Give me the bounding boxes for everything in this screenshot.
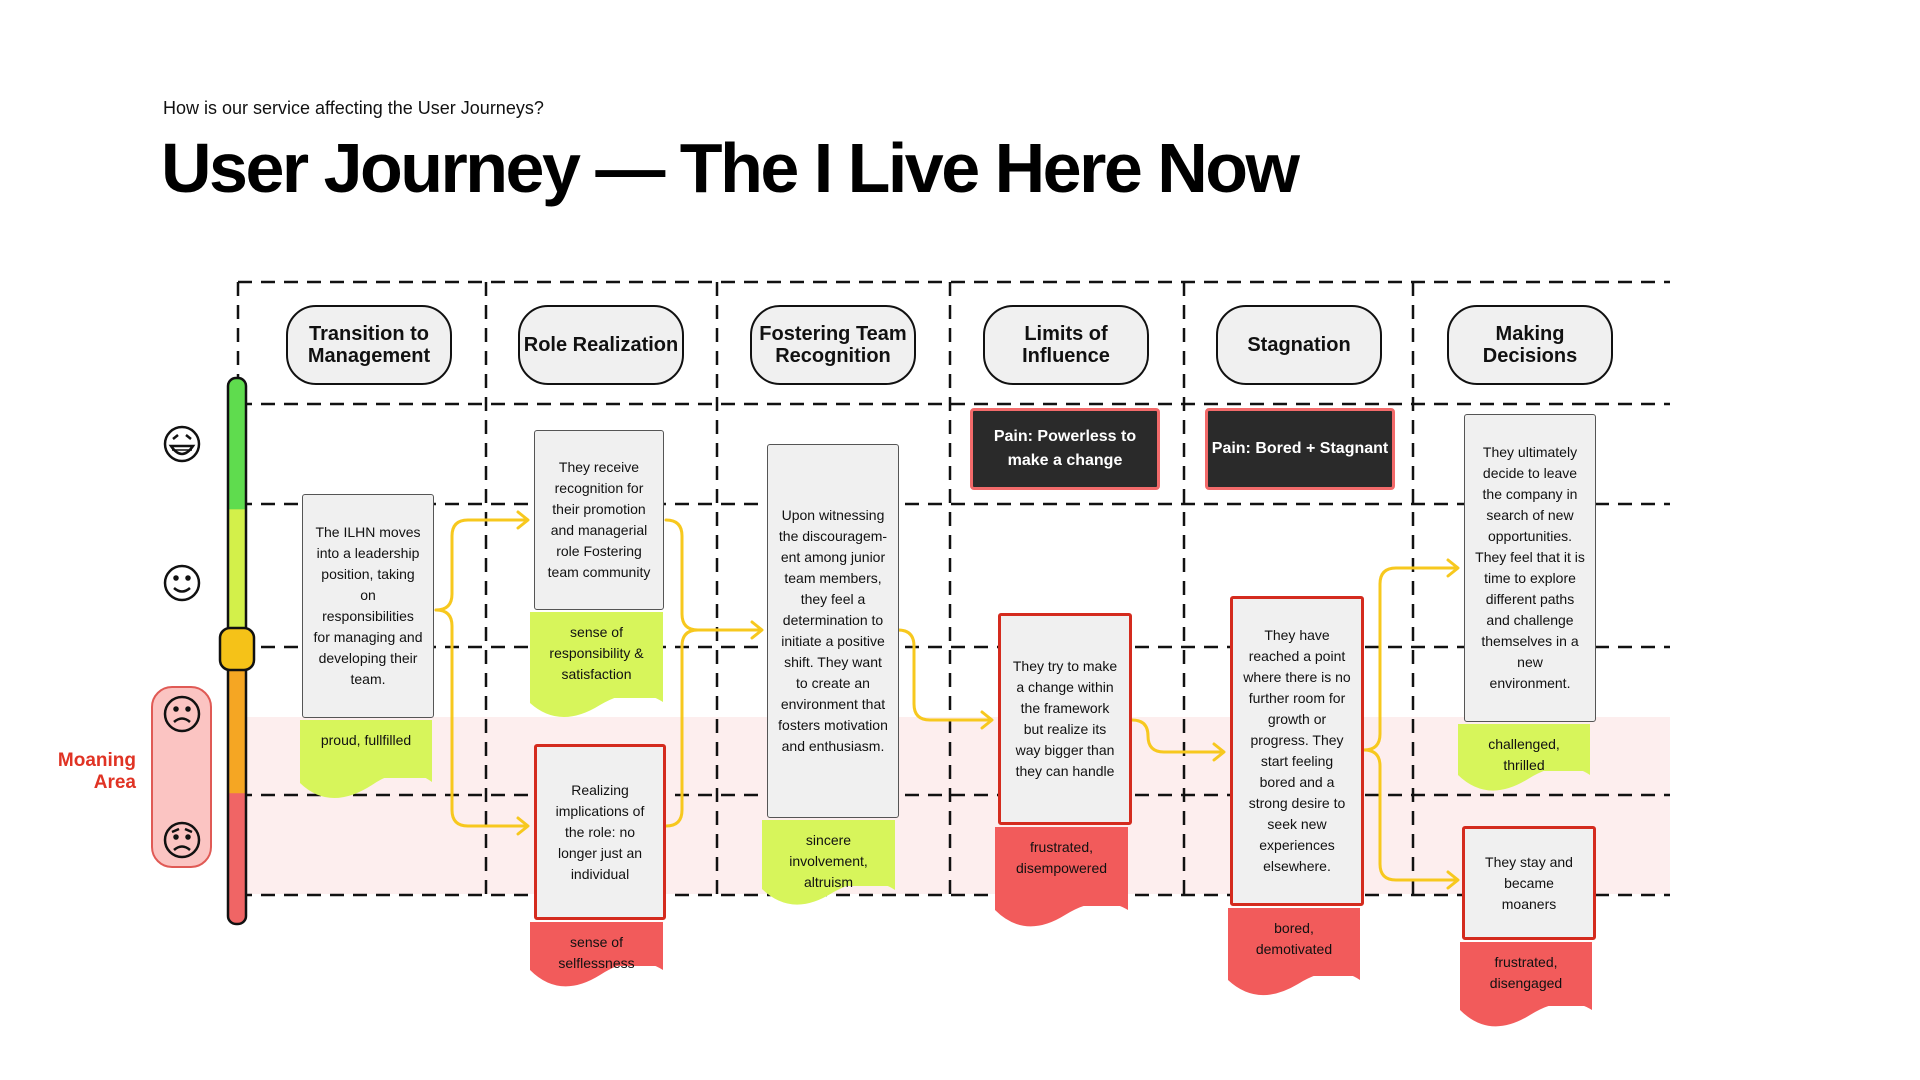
page-title: User Journey — The I Live Here Now	[161, 129, 1300, 207]
worried-face-icon	[163, 821, 201, 859]
emotion-tag-stay: frustrated, disengaged	[1460, 942, 1592, 1006]
emotion-tag-leave: challenged, thrilled	[1458, 724, 1590, 773]
stage-transition-to-management: Transition to Management	[286, 305, 452, 385]
step-card-stay: They stay and became moaners	[1462, 826, 1596, 940]
laughing-face-icon	[163, 425, 201, 463]
emotion-tag-fostering: sincere involvement, altruism	[762, 820, 895, 890]
step-card-transition: The ILHN moves into a leadership positio…	[302, 494, 434, 718]
emotion-tag-stagnation: bored, demotivated	[1228, 908, 1360, 976]
step-card-stagnation: They have reached a point where there is…	[1230, 596, 1364, 906]
stage-stagnation: Stagnation	[1216, 305, 1382, 385]
page-subtitle: How is our service affecting the User Jo…	[163, 98, 544, 118]
smile-face-icon	[163, 564, 201, 602]
emotion-tag-implications: sense of selflessness	[530, 922, 663, 971]
flow-arrows	[434, 510, 1460, 890]
stage-making-decisions: Making Decisions	[1447, 305, 1613, 385]
emotion-tag-transition: proud, fullfilled	[300, 720, 432, 778]
grid-lines	[236, 280, 1670, 897]
stage-fostering-team-recognition: Fostering Team Recognition	[750, 305, 916, 385]
pain-bored-stagnant: Pain: Bored + Stagnant	[1205, 408, 1395, 490]
step-card-implications: Realizing implications of the role: no l…	[534, 744, 666, 920]
emotion-tag-waves	[300, 693, 1592, 1027]
moaning-area-band	[240, 717, 1670, 894]
stage-role-realization: Role Realization	[518, 305, 684, 385]
emotion-scale-handle	[218, 626, 256, 672]
pain-powerless: Pain: Powerless to make a change	[970, 408, 1160, 490]
step-card-recognition: They receive recognition for their promo…	[534, 430, 664, 610]
frown-face-icon	[163, 695, 201, 733]
step-card-limits: They try to make a change within the fra…	[998, 613, 1132, 825]
step-card-fostering: Upon witnessing the discouragem-ent amon…	[767, 444, 899, 818]
moaning-area-pill	[151, 686, 212, 868]
emotion-tag-limits: frustrated, disempowered	[995, 827, 1128, 906]
emotion-tag-recognition: sense of responsibility & satisfaction	[530, 612, 663, 698]
step-card-leave: They ultimately decide to leave the comp…	[1464, 414, 1596, 722]
moaning-area-label: Moaning Area	[57, 750, 136, 793]
stage-limits-of-influence: Limits of Influence	[983, 305, 1149, 385]
